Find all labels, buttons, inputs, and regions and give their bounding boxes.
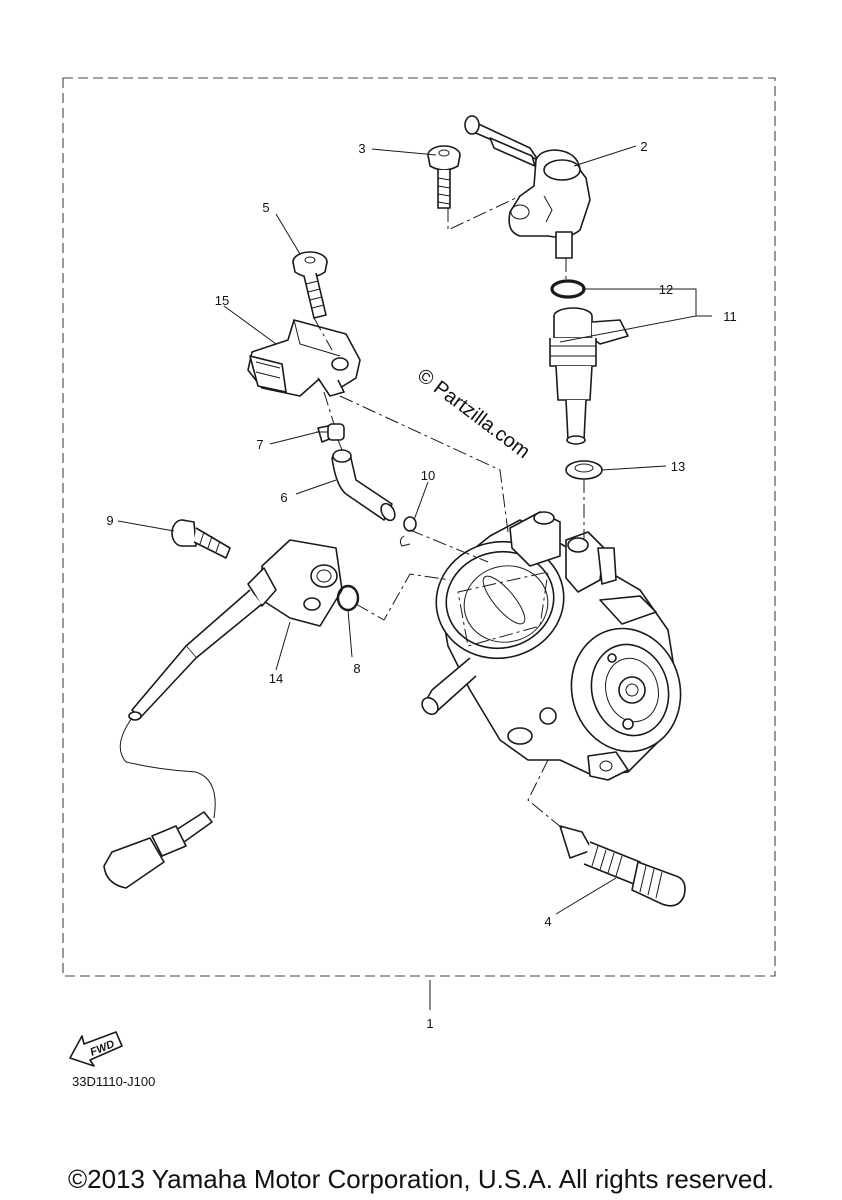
part-bolt-5[interactable]: [292, 251, 328, 319]
part-fuel-injector[interactable]: [549, 307, 629, 445]
callout-13: 13: [671, 459, 685, 474]
part-o-ring-12[interactable]: [550, 279, 586, 299]
callout-11: 11: [723, 309, 737, 324]
callout-7: 7: [256, 437, 263, 452]
callout-12: 12: [659, 282, 673, 297]
callout-labels: 1 2 3 4 5 6 7 8 9 10 11 12 13 14 15: [106, 139, 736, 1031]
part-o-ring-8[interactable]: [336, 584, 360, 612]
callout-1: 1: [426, 1016, 433, 1031]
assembly-lines: [313, 195, 585, 829]
part-screw-4[interactable]: [559, 825, 686, 907]
callout-5: 5: [262, 200, 269, 215]
part-bolt-9[interactable]: [171, 519, 231, 559]
assembly-boundary: [62, 77, 776, 977]
callout-15: 15: [215, 293, 229, 308]
part-throttle-body[interactable]: [419, 511, 694, 781]
fwd-arrow-icon: [69, 1031, 123, 1067]
watermark: © Partzilla.com: [413, 364, 534, 463]
callout-3: 3: [358, 141, 365, 156]
leader-lines: [117, 145, 712, 1010]
fwd-direction-indicator: FWD: [69, 1031, 123, 1067]
part-seal-13[interactable]: [565, 460, 603, 480]
part-clip-7[interactable]: [316, 423, 345, 443]
part-hose-6[interactable]: [331, 449, 398, 523]
callout-4: 4: [544, 914, 551, 929]
callout-8: 8: [353, 661, 360, 676]
part-bolt-3[interactable]: [427, 145, 461, 209]
callout-2: 2: [640, 139, 647, 154]
callout-6: 6: [280, 490, 287, 505]
copyright-notice: ©2013 Yamaha Motor Corporation, U.S.A. A…: [68, 1164, 774, 1194]
part-clip-10[interactable]: [399, 516, 417, 547]
part-fuel-hose-joint[interactable]: [464, 115, 591, 259]
callout-14: 14: [269, 671, 283, 686]
part-intake-air-pressure-sensor[interactable]: [247, 319, 361, 397]
callout-10: 10: [421, 468, 435, 483]
callout-9: 9: [106, 513, 113, 528]
diagram-code: 33D1110-J100: [72, 1074, 155, 1089]
part-intake-temperature-sensor[interactable]: [103, 539, 343, 889]
